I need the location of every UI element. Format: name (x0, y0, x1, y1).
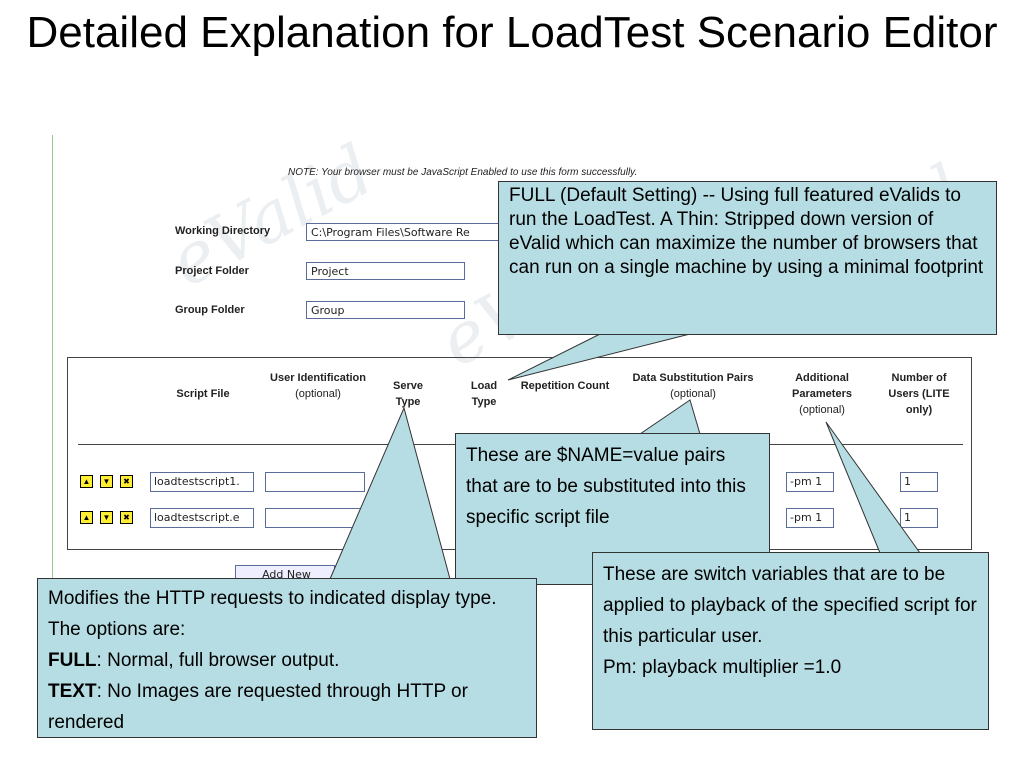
project-folder-input[interactable]: Project (306, 262, 465, 280)
move-up-icon[interactable]: ▲ (80, 475, 93, 488)
move-down-icon[interactable]: ▼ (100, 511, 113, 524)
serve-type-callout: Modifies the HTTP requests to indicated … (37, 578, 537, 738)
callout-pointer (507, 333, 691, 381)
header-optional: (optional) (670, 388, 716, 400)
javascript-note: NOTE: Your browser must be JavaScript En… (288, 167, 638, 178)
header-script-file: Script File (176, 388, 230, 400)
users-input[interactable]: 1 (900, 508, 938, 528)
header-serve-type: Serve Type (393, 380, 423, 408)
header-number-of-users: Number of Users (LITE only) (888, 372, 950, 416)
move-down-icon[interactable]: ▼ (100, 475, 113, 488)
user-id-input[interactable] (265, 472, 365, 492)
additional-params-callout: These are switch variables that are to b… (592, 552, 989, 730)
project-folder-label: Project Folder (175, 265, 249, 277)
script-file-input[interactable]: loadtestscript.e (150, 508, 254, 528)
working-directory-input[interactable]: C:\Program Files\Software Re (306, 223, 506, 241)
script-file-input[interactable]: loadtestscript1. (150, 472, 254, 492)
serve-type-intro: Modifies the HTTP requests to indicated … (48, 588, 497, 640)
text-option-key: TEXT (48, 681, 97, 702)
header-additional-parameters-label: Additional Parameters (792, 372, 852, 400)
working-directory-label: Working Directory (175, 225, 271, 237)
header-optional: (optional) (295, 388, 341, 400)
group-folder-label: Group Folder (175, 304, 245, 316)
delete-icon[interactable]: ✖ (120, 511, 133, 524)
text-option-text: : No Images are requested through HTTP o… (48, 681, 468, 733)
scenario-table: Script File User Identification (optiona… (67, 357, 972, 550)
additional-params-input[interactable]: -pm 1 (786, 508, 834, 528)
move-up-icon[interactable]: ▲ (80, 511, 93, 524)
additional-params-input[interactable]: -pm 1 (786, 472, 834, 492)
header-data-substitution-label: Data Substitution Pairs (632, 372, 754, 384)
playback-multiplier-note: Pm: playback multiplier =1.0 (603, 657, 842, 678)
header-additional-parameters: Additional Parameters (optional) (778, 370, 866, 418)
header-optional: (optional) (799, 404, 845, 416)
additional-params-intro: These are switch variables that are to b… (603, 564, 977, 647)
serve-type-text-option: TEXT: No Images are requested through HT… (48, 676, 526, 738)
delete-icon[interactable]: ✖ (120, 475, 133, 488)
group-folder-input[interactable]: Group (306, 301, 465, 319)
header-data-substitution: Data Substitution Pairs (optional) (628, 370, 758, 402)
load-type-callout: FULL (Default Setting) -- Using full fea… (498, 181, 997, 335)
callout-pointer (638, 399, 701, 435)
full-option-text: : Normal, full browser output. (96, 650, 340, 671)
header-user-identification: User Identification (optional) (263, 370, 373, 402)
header-load-type: Load Type (470, 380, 498, 408)
callout-pointer (825, 421, 921, 554)
header-user-identification-label: User Identification (270, 372, 366, 384)
slide-title: Detailed Explanation for LoadTest Scenar… (26, 8, 998, 57)
serve-type-full-option: FULL: Normal, full browser output. (48, 645, 526, 676)
full-option-key: FULL (48, 650, 97, 671)
header-repetition-count: Repetition Count (520, 380, 610, 392)
users-input[interactable]: 1 (900, 472, 938, 492)
callout-pointer (329, 406, 451, 580)
